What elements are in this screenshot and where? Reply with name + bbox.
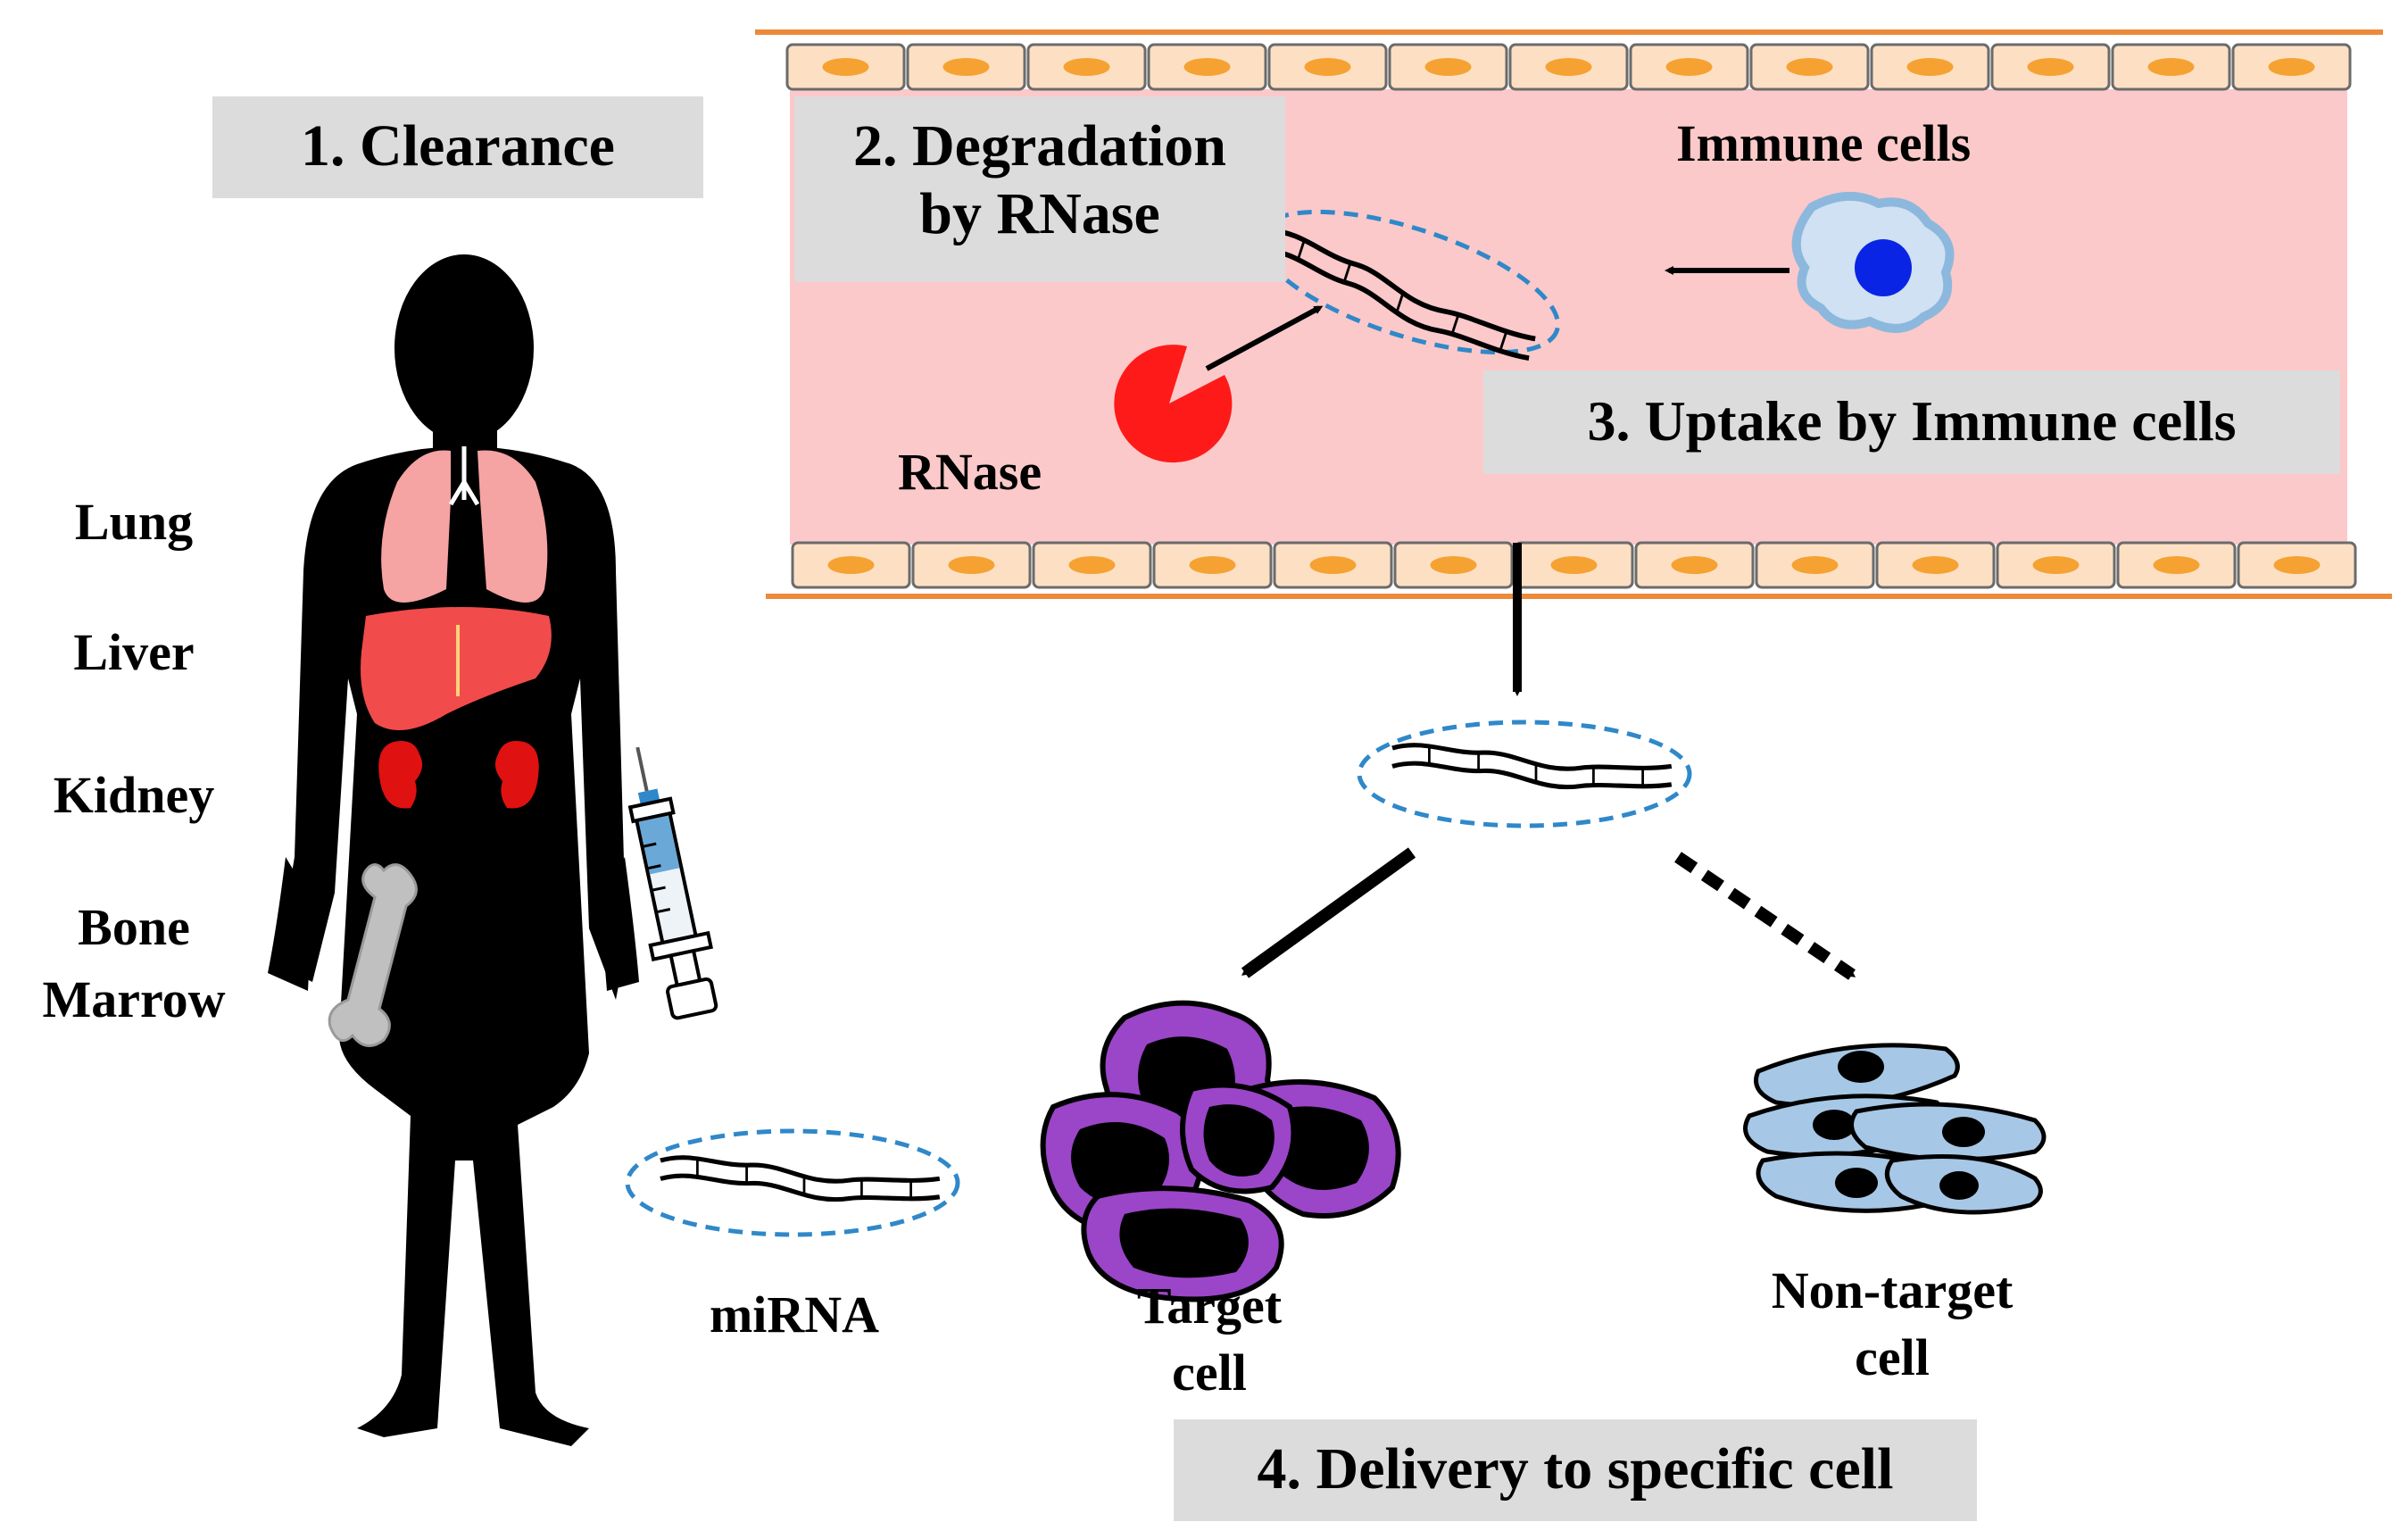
target-arrow (1241, 847, 1416, 978)
syringe-icon (627, 746, 718, 1020)
endothelial-nucleus (1189, 556, 1236, 574)
non-target-cell-label-line2: cell (1855, 1328, 1930, 1387)
target-cell-cluster-icon (1040, 1000, 1401, 1302)
organ-bone-label-line2: Marrow (42, 970, 226, 1029)
organ-bone-label-line1: Bone (78, 898, 190, 956)
lung-icon (381, 446, 548, 603)
non-target-arrow (1674, 852, 1856, 980)
endothelium-bottom (791, 541, 2357, 589)
step-uptake-label: 3. Uptake by Immune cells (1587, 389, 2237, 453)
endothelial-nucleus (1786, 58, 1833, 76)
step-delivery-box: 4. Delivery to specific cell (1174, 1419, 1977, 1521)
target-cell-label: Target cell (1075, 1272, 1343, 1407)
step-degradation-line1: 2. Degradation (853, 113, 1226, 179)
target-cell-label-line2: cell (1172, 1344, 1247, 1402)
step-degradation-box: 2. Degradation by RNase (794, 96, 1285, 282)
endothelial-nucleus (1791, 556, 1839, 574)
endothelial-nucleus (1545, 58, 1592, 76)
endothelial-nucleus (1671, 556, 1718, 574)
endothelial-nucleus (1430, 556, 1477, 574)
endothelial-nucleus (1906, 58, 1954, 76)
organ-lung-label: Lung (74, 493, 194, 551)
step-delivery-label: 4. Delivery to specific cell (1257, 1436, 1894, 1502)
mirna-label: miRNA (709, 1285, 880, 1344)
step-clearance-box: 1. Clearance (212, 96, 703, 198)
non-target-cell-cluster-icon (1743, 1043, 2047, 1215)
endothelial-nucleus (1068, 556, 1116, 574)
endothelium-top (785, 43, 2352, 91)
immune-cell-icon (1791, 192, 1955, 333)
endothelial-nucleus (2153, 556, 2200, 574)
target-cell-label-line1: Target (1136, 1277, 1283, 1335)
rnase-pacman-icon (1114, 345, 1233, 463)
endothelial-nucleus (2032, 556, 2080, 574)
endothelial-nucleus (2147, 58, 2195, 76)
endothelial-nucleus (2273, 556, 2321, 574)
endothelial-nucleus (1304, 58, 1351, 76)
endothelial-nucleus (948, 556, 995, 574)
organ-bone-marrow-label: Bone Marrow (0, 891, 268, 1036)
endothelial-nucleus (1550, 556, 1598, 574)
rnase-arrow (1205, 305, 1324, 371)
endothelial-nucleus (2268, 58, 2315, 76)
organ-liver-label: Liver (73, 623, 195, 681)
human-silhouette-icon (268, 254, 639, 1446)
liver-icon (361, 607, 552, 730)
endothelial-nucleus (1309, 556, 1357, 574)
rnase-label: RNase (898, 443, 1042, 501)
mirna-carrier-tissue (1357, 720, 1692, 828)
organ-kidney-label: Kidney (53, 766, 215, 824)
step-degradation-line2: by RNase (919, 180, 1160, 246)
endothelial-nucleus (827, 556, 875, 574)
endothelial-nucleus (1424, 58, 1472, 76)
endothelial-nucleus (1665, 58, 1713, 76)
non-target-cell-label: Non-target cell (1714, 1257, 2071, 1392)
endothelial-nucleus (942, 58, 990, 76)
endothelial-nucleus (822, 58, 869, 76)
kidney-icon (378, 741, 539, 809)
endothelial-nucleus (1063, 58, 1110, 76)
mirna-duplex-icon (625, 1128, 960, 1237)
step-clearance-label: 1. Clearance (301, 113, 615, 179)
endothelial-nucleus (2027, 58, 2074, 76)
immune-cells-label: Immune cells (1676, 114, 1972, 172)
endothelial-nucleus (1912, 556, 1959, 574)
bone-marrow-icon (328, 863, 418, 1047)
non-target-cell-label-line1: Non-target (1771, 1261, 2014, 1319)
endothelial-nucleus (1183, 58, 1231, 76)
step-uptake-box: 3. Uptake by Immune cells (1483, 370, 2340, 474)
